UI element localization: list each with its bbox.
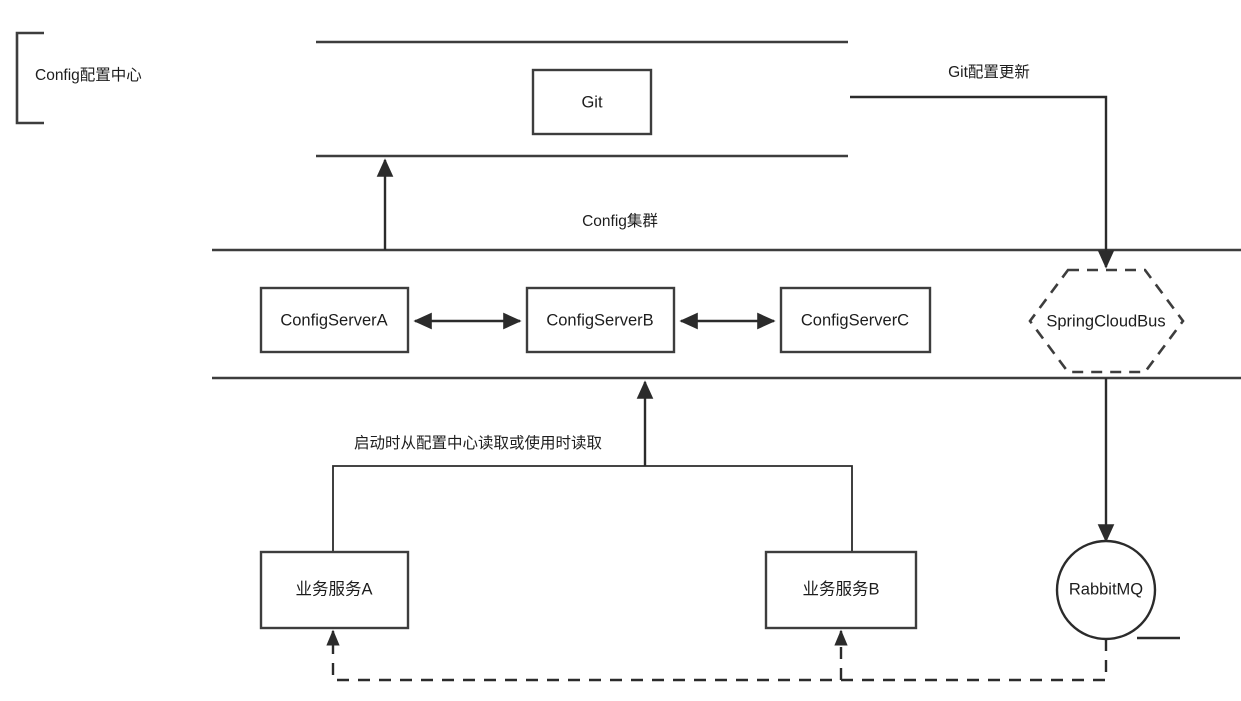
- service-a-label: 业务服务A: [295, 579, 372, 598]
- node-service-a[interactable]: 业务服务A: [259, 550, 410, 630]
- spring-cloud-bus-label: SpringCloudBus: [1046, 312, 1165, 330]
- notify-bus-path: [331, 637, 1108, 682]
- service-b-label: 业务服务B: [802, 579, 879, 598]
- config-server-c-label: ConfigServerC: [801, 311, 909, 329]
- node-service-b[interactable]: 业务服务B: [764, 550, 918, 630]
- config-center-group-bracket: Config配置中心: [15, 31, 142, 125]
- edge-rabbitmq-notify-bus: [326, 629, 1108, 682]
- edge-git-config-update: Git配置更新: [850, 63, 1115, 269]
- node-config-server-c[interactable]: ConfigServerC: [779, 286, 932, 354]
- config-server-a-box[interactable]: [259, 286, 410, 354]
- node-config-server-a[interactable]: ConfigServerA: [259, 286, 410, 354]
- service-b-box[interactable]: [764, 550, 918, 630]
- config-server-c-box[interactable]: [779, 286, 932, 354]
- git-box[interactable]: [531, 68, 653, 136]
- config-server-b-label: ConfigServerB: [546, 311, 653, 329]
- node-rabbitmq[interactable]: RabbitMQ: [1055, 539, 1180, 641]
- git-config-update-path: [850, 95, 1115, 269]
- service-a-box[interactable]: [259, 550, 410, 630]
- edge-services-to-config-cluster: 启动时从配置中心读取或使用时读取: [332, 380, 853, 552]
- bracket-shape: [15, 31, 44, 125]
- config-cluster-label: Config集群: [582, 212, 658, 230]
- node-spring-cloud-bus[interactable]: SpringCloudBus: [1028, 268, 1185, 374]
- services-branch-path: [332, 465, 853, 552]
- git-config-update-label: Git配置更新: [948, 63, 1030, 81]
- read-from-config-center-label: 启动时从配置中心读取或使用时读取: [354, 434, 602, 452]
- git-label: Git: [581, 93, 603, 111]
- config-server-a-label: ConfigServerA: [280, 311, 387, 329]
- config-server-b-box[interactable]: [525, 286, 676, 354]
- spring-cloud-bus-hexagon[interactable]: [1028, 268, 1185, 374]
- node-config-server-b[interactable]: ConfigServerB: [525, 286, 676, 354]
- node-git[interactable]: Git: [531, 68, 653, 136]
- rabbitmq-label: RabbitMQ: [1069, 580, 1143, 598]
- band-separators: [212, 40, 1241, 380]
- config-center-group-label: Config配置中心: [35, 66, 142, 84]
